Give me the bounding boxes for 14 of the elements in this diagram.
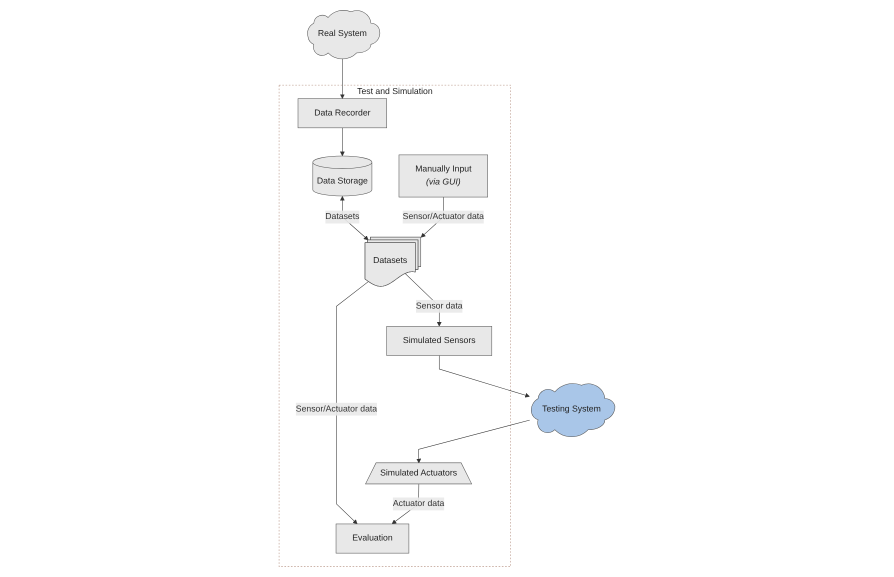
node-box: Data Recorder [298,98,387,128]
node-box: Simulated Sensors [386,326,492,356]
arrow [336,281,369,524]
arrow [416,420,530,464]
node-box: Manually Input (via GUI) [398,154,488,198]
edge-label: Sensor data [416,301,463,311]
edge-label: Actuator data [392,499,444,508]
edge-label: Sensor/Actuator data [402,212,484,222]
arrow [340,128,345,156]
arrow [438,355,530,398]
edge-label: Datasets [325,212,360,222]
edge-label: Sensor/Actuator data [296,404,378,414]
arrow [340,58,345,99]
node-box: Evaluation [336,524,410,554]
